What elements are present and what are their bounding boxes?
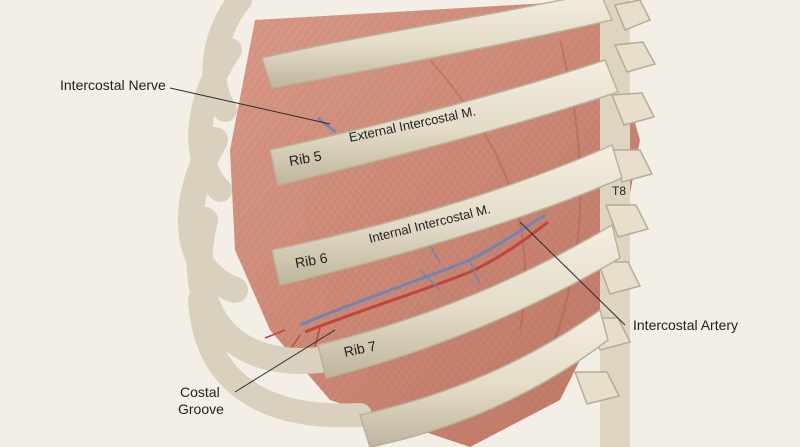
costal-groove-label-line2: Groove [178,401,224,417]
groove-leader [234,329,336,393]
t8-label: T8 [612,184,626,198]
rib-7-label: Rib 7 [342,337,378,359]
rib-6 [271,143,623,286]
ribs [261,0,623,447]
rib-5 [269,59,619,186]
rib-5-label: Rib 5 [288,147,323,168]
intercostal-artery-label: Intercostal Artery [633,317,738,333]
intercostal-nerve-label: Intercostal Nerve [60,77,166,93]
costal-cartilages [177,0,372,428]
rib-4 [261,0,614,89]
rib-8 [359,308,609,447]
leader-lines [169,87,626,393]
nerve-leader [169,87,331,125]
rib-6-label: Rib 6 [294,249,329,270]
costal-groove-label-line1: Costal [180,384,220,400]
rib-7 [317,223,621,379]
artery-leader [519,221,626,326]
